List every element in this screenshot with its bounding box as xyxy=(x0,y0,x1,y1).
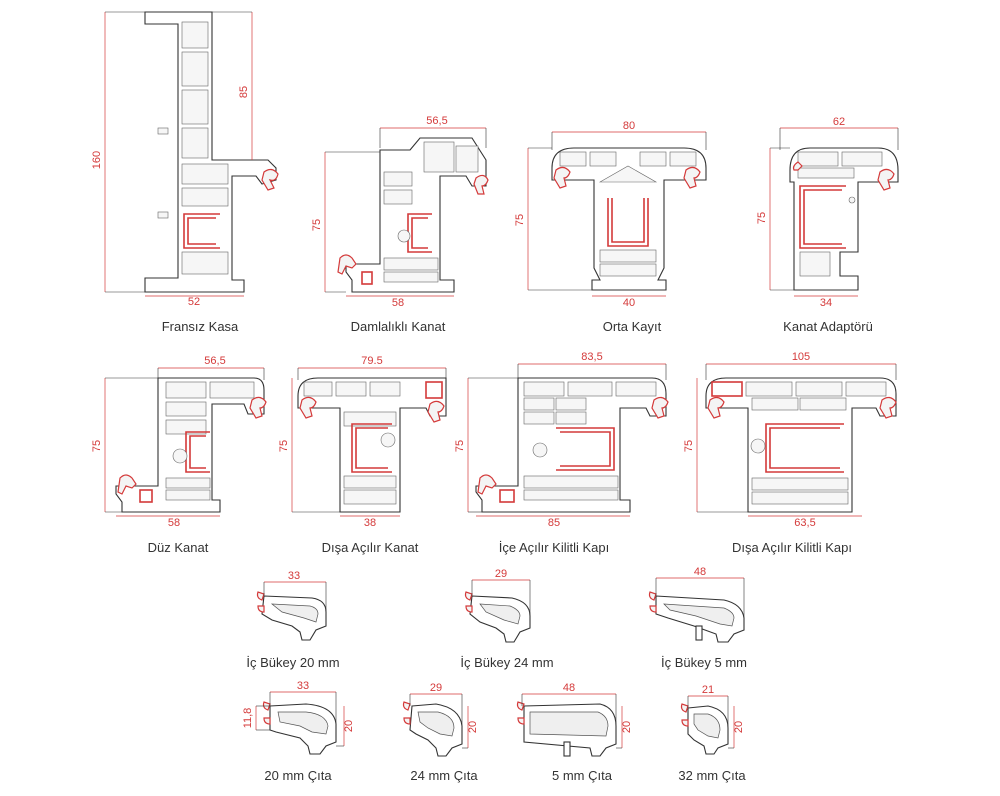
damlalikli-kanat-top: 56,5 xyxy=(426,115,447,127)
disa-acilir-kapi-height: 75 xyxy=(683,440,695,452)
caption-orta-kayit: Orta Kayıt xyxy=(603,319,662,334)
strip-20-left: 11,8 xyxy=(242,708,254,729)
ice-acilir-kapi-bottom: 85 xyxy=(548,517,560,529)
caption-damlalikli-kanat: Damlalıklı Kanat xyxy=(351,319,446,334)
profile-disa-acilir-kilitli-kapi: 105 75 63,5 Dışa Açılır Kilitli Kapı xyxy=(683,351,897,555)
duz-kanat-top: 56,5 xyxy=(204,355,225,367)
ice-acilir-kapi-top: 83,5 xyxy=(581,351,602,363)
profile-kanat-adaptoru: 62 75 34 Kanat Adaptörü xyxy=(756,116,899,334)
strip-24-width: 29 xyxy=(430,682,442,694)
ic-bukey-24-width: 29 xyxy=(495,568,507,580)
orta-kayit-height: 75 xyxy=(514,214,526,226)
bead-ic-bukey-5: 48 İç Bükey 5 mm xyxy=(648,566,747,670)
profile-disa-acilir-kanat: 79.5 75 38 Dışa Açılır Kanat xyxy=(278,355,447,555)
strip-24-height: 20 xyxy=(467,721,479,733)
caption-strip-20: 20 mm Çıta xyxy=(264,768,332,783)
profile-duz-kanat: 56,5 75 58 Düz Kanat xyxy=(91,355,267,555)
caption-strip-32: 32 mm Çıta xyxy=(678,768,746,783)
caption-disa-acilir-kanat: Dışa Açılır Kanat xyxy=(322,540,419,555)
orta-kayit-bottom: 40 xyxy=(623,297,635,309)
disa-acilir-kapi-top: 105 xyxy=(792,351,810,363)
strip-32mm: 21 20 32 mm Çıta xyxy=(678,684,746,783)
strip-20-height: 20 xyxy=(343,720,355,732)
caption-fransiz-kasa: Fransız Kasa xyxy=(162,319,239,334)
bead-ic-bukey-24: 29 İç Bükey 24 mm xyxy=(460,568,553,670)
strip-5-width: 48 xyxy=(563,682,575,694)
damlalikli-kanat-height: 75 xyxy=(311,219,323,231)
strip-20mm: 33 20 11,8 20 mm Çıta xyxy=(242,680,355,783)
duz-kanat-bottom: 58 xyxy=(168,517,180,529)
profile-damlalikli-kanat: 56,5 75 58 Damlalıklı Kanat xyxy=(311,115,489,334)
profile-fransiz-kasa: 160 85 52 Fransız Kasa xyxy=(91,11,279,334)
strip-24mm: 29 20 24 mm Çıta xyxy=(402,682,479,783)
strip-5-height: 20 xyxy=(621,721,633,733)
damlalikli-kanat-bottom: 58 xyxy=(392,297,404,309)
caption-disa-acilir-kilitli-kapi: Dışa Açılır Kilitli Kapı xyxy=(732,540,852,555)
kanat-adaptoru-height: 75 xyxy=(756,212,768,224)
strip-20-width: 33 xyxy=(297,680,309,692)
caption-duz-kanat: Düz Kanat xyxy=(148,540,209,555)
caption-strip-5: 5 mm Çıta xyxy=(552,768,613,783)
caption-ic-bukey-20: İç Bükey 20 mm xyxy=(246,655,339,670)
profile-ice-acilir-kilitli-kapi: 83,5 75 85 İçe Açılır Kilitli Kapı xyxy=(454,351,669,555)
disa-acilir-kanat-height: 75 xyxy=(278,440,290,452)
caption-ic-bukey-24: İç Bükey 24 mm xyxy=(460,655,553,670)
caption-ice-acilir-kilitli-kapi: İçe Açılır Kilitli Kapı xyxy=(499,540,610,555)
fransiz-kasa-height-total: 160 xyxy=(91,151,103,169)
caption-strip-24: 24 mm Çıta xyxy=(410,768,478,783)
strip-5mm: 48 20 5 mm Çıta xyxy=(516,682,633,783)
disa-acilir-kapi-bottom: 63,5 xyxy=(794,517,815,529)
strip-32-width: 21 xyxy=(702,684,714,696)
fransiz-kasa-height-upper: 85 xyxy=(238,86,250,98)
kanat-adaptoru-bottom: 34 xyxy=(820,297,832,309)
bead-ic-bukey-20: 33 İç Bükey 20 mm xyxy=(246,570,339,670)
caption-ic-bukey-5: İç Bükey 5 mm xyxy=(661,655,747,670)
profile-orta-kayit: 80 75 40 Orta Kayıt xyxy=(514,120,707,334)
disa-acilir-kanat-bottom: 38 xyxy=(364,517,376,529)
kanat-adaptoru-top: 62 xyxy=(833,116,845,128)
orta-kayit-top: 80 xyxy=(623,120,635,132)
ic-bukey-5-width: 48 xyxy=(694,566,706,578)
ic-bukey-20-width: 33 xyxy=(288,570,300,582)
duz-kanat-height: 75 xyxy=(91,440,103,452)
strip-32-height: 20 xyxy=(733,721,745,733)
caption-kanat-adaptoru: Kanat Adaptörü xyxy=(783,319,873,334)
fransiz-kasa-width: 52 xyxy=(188,296,200,308)
disa-acilir-kanat-top: 79.5 xyxy=(361,355,382,367)
ice-acilir-kapi-height: 75 xyxy=(454,440,466,452)
